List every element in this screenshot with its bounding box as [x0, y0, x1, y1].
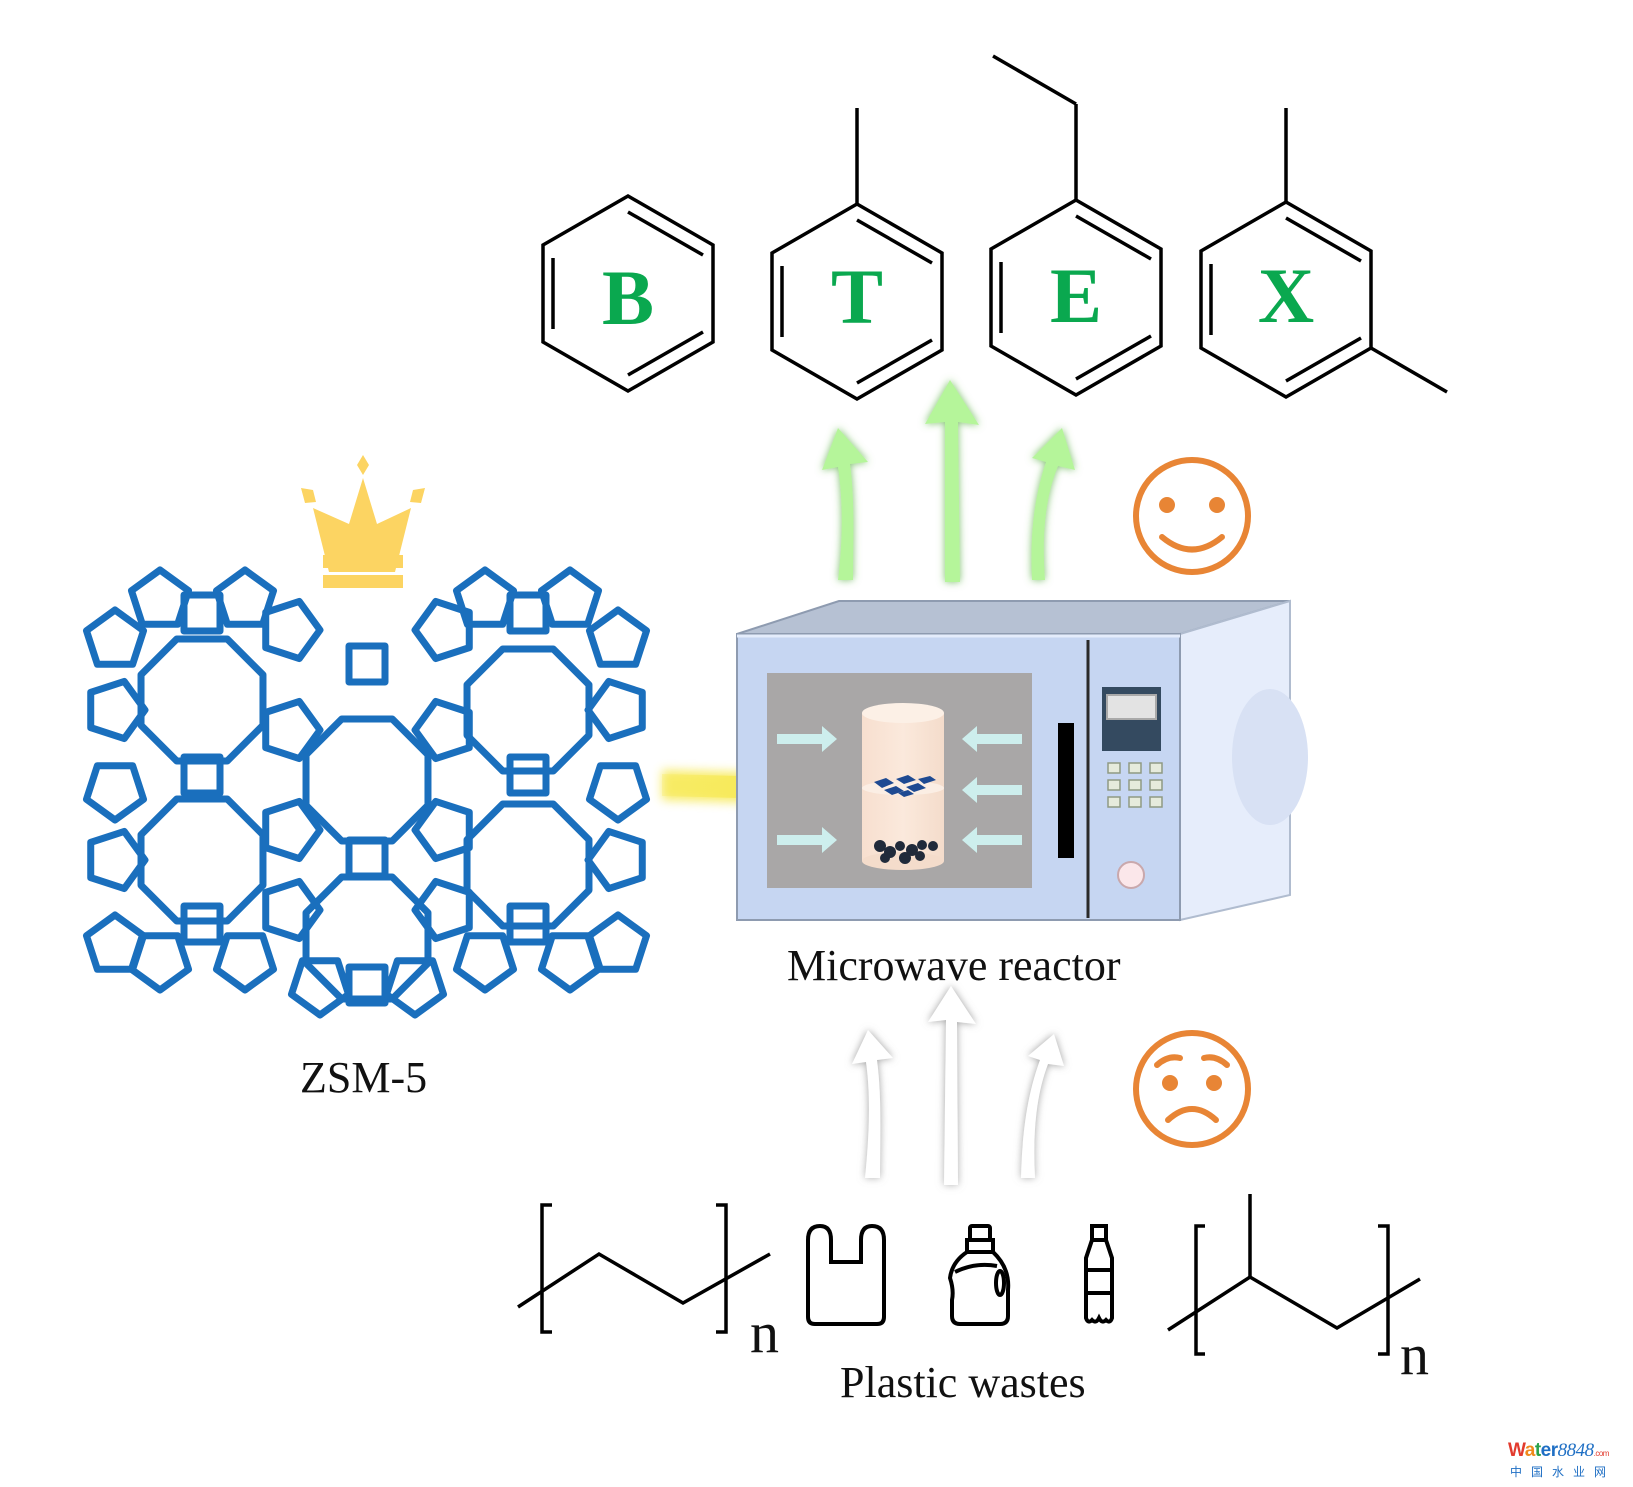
watermark-brand: Water8848.com: [1508, 1440, 1609, 1461]
framework-pentagon: [584, 677, 646, 743]
framework-square: [180, 902, 224, 946]
feed-arrow-left: [852, 1030, 893, 1178]
framework-pentagon: [212, 566, 278, 628]
ethylbenzene-structure: [989, 54, 1163, 398]
plastic-bag-icon: [806, 1223, 886, 1326]
framework-pentagon: [262, 797, 324, 863]
feed-arrows: [852, 986, 1064, 1185]
zsm5-framework: [82, 566, 651, 1019]
xylene-structure: [1199, 108, 1448, 400]
toluene-structure: [770, 108, 944, 402]
framework-pentagon: [452, 566, 518, 628]
feed-arrow-center: [928, 986, 976, 1185]
product-arrow-center: [925, 380, 979, 582]
keypad-button: [1149, 762, 1163, 774]
polypropylene-subscript: n: [1400, 1322, 1429, 1387]
framework-pentagon: [382, 957, 448, 1019]
framework-pentagon: [82, 762, 148, 824]
control-knob: [1117, 861, 1145, 889]
framework-pentagon: [82, 911, 148, 973]
microwave-reactor: [736, 599, 1308, 922]
keypad-button: [1128, 762, 1142, 774]
framework-pentagon: [537, 566, 603, 628]
framework-square: [180, 591, 224, 635]
keypad-button: [1149, 779, 1163, 791]
framework-ring: [137, 635, 267, 765]
keypad-button: [1128, 796, 1142, 808]
polyethylene-structure: [517, 1203, 771, 1334]
framework-ring: [302, 873, 432, 1003]
framework-pentagon: [584, 827, 646, 893]
btex-letter-t: T: [831, 253, 883, 340]
framework-pentagon: [585, 911, 651, 973]
happy-face-icon: [1133, 457, 1251, 575]
polypropylene-structure: [1167, 1194, 1421, 1356]
framework-square: [506, 753, 550, 797]
btex-letter-b: B: [602, 254, 654, 341]
product-arrow-left: [822, 428, 868, 580]
benzene-structure: [541, 193, 715, 394]
watermark-subtitle: 中国水业网: [1510, 1465, 1616, 1479]
framework-ring: [302, 715, 432, 845]
framework-pentagon: [411, 697, 473, 763]
catalyst-label: ZSM-5: [300, 1053, 428, 1102]
detergent-bottle-icon: [947, 1224, 1011, 1326]
framework-ring: [463, 645, 593, 775]
framework-pentagon: [82, 606, 148, 668]
keypad-button: [1107, 796, 1121, 808]
framework-pentagon: [537, 932, 603, 994]
framework-pentagon: [411, 597, 473, 663]
polyethylene-subscript: n: [750, 1300, 779, 1365]
framework-square: [506, 591, 550, 635]
feed-arrow-right: [1021, 1034, 1064, 1178]
framework-square: [180, 753, 224, 797]
crown-icon: [301, 455, 425, 588]
btex-products: [541, 54, 1448, 402]
btex-letter-e: E: [1050, 252, 1102, 339]
framework-pentagon: [411, 877, 473, 943]
framework-pentagon: [87, 677, 149, 743]
framework-pentagon: [212, 932, 278, 994]
watermark-logo: Water8848.com 中国水业网: [1508, 1441, 1628, 1485]
framework-pentagon: [411, 797, 473, 863]
keypad-button: [1107, 762, 1121, 774]
framework-pentagon: [262, 697, 324, 763]
framework-square: [345, 642, 389, 686]
reactor-label: Microwave reactor: [787, 941, 1121, 990]
control-keypad: [1107, 762, 1163, 808]
framework-pentagon: [127, 932, 193, 994]
water-bottle-icon: [1084, 1224, 1114, 1324]
feed-label: Plastic wastes: [840, 1358, 1086, 1407]
btex-letter-x: X: [1258, 252, 1314, 339]
catalyst-bed: [874, 775, 936, 797]
framework-pentagon: [262, 877, 324, 943]
framework-pentagon: [127, 566, 193, 628]
keypad-button: [1128, 779, 1142, 791]
framework-pentagon: [585, 762, 651, 824]
product-arrows: [822, 380, 1075, 582]
framework-pentagon: [287, 957, 353, 1019]
framework-pentagon: [87, 827, 149, 893]
framework-square: [345, 836, 389, 880]
microwave-side-vent: [1232, 689, 1308, 825]
keypad-button: [1107, 779, 1121, 791]
microwave-radiation-arrows: [777, 726, 1022, 853]
plastic-feed-particles: [874, 840, 938, 864]
framework-pentagon: [452, 932, 518, 994]
keypad-button: [1149, 796, 1163, 808]
framework-pentagon: [585, 606, 651, 668]
worried-face-icon: [1133, 1030, 1251, 1148]
product-arrow-right: [1031, 428, 1075, 580]
framework-square: [506, 902, 550, 946]
framework-ring: [137, 795, 267, 925]
framework-pentagon: [262, 597, 324, 663]
door-handle: [1058, 723, 1074, 858]
